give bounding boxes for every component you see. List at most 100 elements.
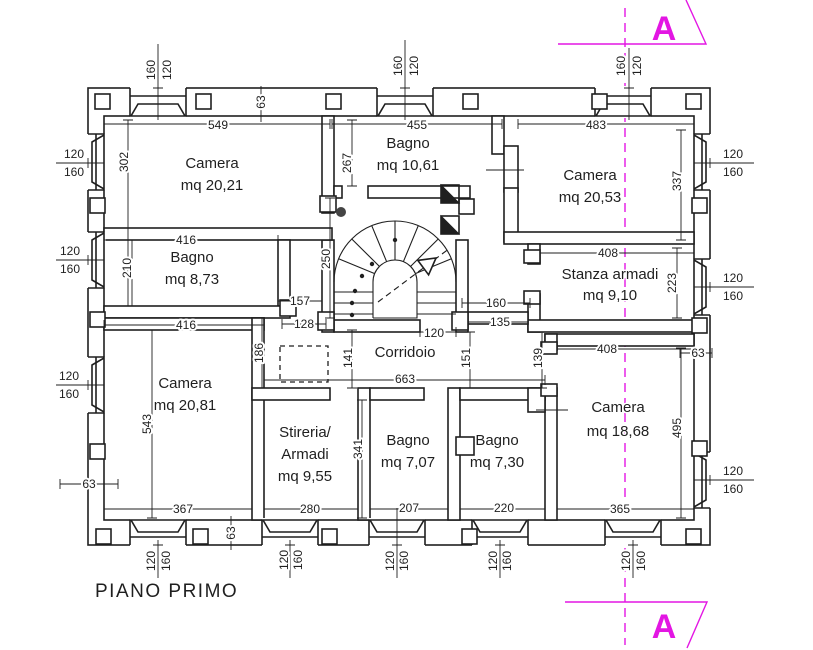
dim: 302 xyxy=(117,152,131,172)
dim: 207 xyxy=(399,501,419,515)
window-bottom-5 xyxy=(604,518,662,547)
dim: 250 xyxy=(319,249,333,269)
dim: 408 xyxy=(598,246,618,260)
flue-shafts xyxy=(440,183,475,456)
dim: 63 xyxy=(254,95,268,109)
dimension-lines xyxy=(56,40,754,578)
section-marker-bottom-line xyxy=(565,601,709,649)
section-markers: A A xyxy=(558,0,709,649)
dim: 223 xyxy=(665,273,679,293)
room-label-stanza: Stanza armadi xyxy=(562,266,659,283)
dim: 120 xyxy=(277,550,291,570)
room-area-camera2: mq 20,53 xyxy=(559,189,622,206)
wall-pillars xyxy=(89,93,708,545)
dim: 63 xyxy=(82,477,96,491)
room-label-bagno1: Bagno xyxy=(386,135,429,152)
dim: 160 xyxy=(397,551,411,571)
window-right-1 xyxy=(692,133,712,191)
dim: 160 xyxy=(59,387,79,401)
room-label-stireria-2: Armadi xyxy=(281,446,329,463)
dim: 495 xyxy=(670,418,684,438)
dim: 341 xyxy=(351,439,365,459)
dim: 365 xyxy=(610,502,630,516)
dim: 135 xyxy=(490,315,510,329)
dim: 267 xyxy=(340,153,354,173)
dim: 160 xyxy=(634,551,648,571)
staircase[interactable] xyxy=(333,207,457,319)
dim: 210 xyxy=(120,258,134,278)
dim: 160 xyxy=(486,296,506,310)
dim: 120 xyxy=(64,147,84,161)
room-label-camera4: Camera xyxy=(591,399,645,416)
room-area-bagno1: mq 10,61 xyxy=(377,157,440,174)
section-label-top: A xyxy=(652,10,677,48)
door-ticks xyxy=(486,169,568,411)
dim: 455 xyxy=(407,118,427,132)
dim: 120 xyxy=(60,244,80,258)
section-label-bottom: A xyxy=(652,608,677,646)
dim: 120 xyxy=(144,551,158,571)
dim: 128 xyxy=(294,317,314,331)
dim: 120 xyxy=(383,551,397,571)
dim: 160 xyxy=(723,482,743,496)
room-label-camera3: Camera xyxy=(158,375,212,392)
room-label-bagno4: Bagno xyxy=(475,432,518,449)
dim: 160 xyxy=(64,165,84,179)
room-area-camera1: mq 20,21 xyxy=(181,177,244,194)
room-area-bagno2: mq 8,73 xyxy=(165,271,219,288)
dim: 160 xyxy=(60,262,80,276)
section-marker-top-line xyxy=(558,0,708,45)
dim: 337 xyxy=(670,171,684,191)
dim: 120 xyxy=(630,56,644,76)
dim: 160 xyxy=(391,56,405,76)
dim: 120 xyxy=(619,551,633,571)
dim: 160 xyxy=(144,60,158,80)
dim: 120 xyxy=(424,326,444,340)
dim: 549 xyxy=(208,118,228,132)
interior-walls xyxy=(103,115,695,521)
door-hinge-dot xyxy=(336,207,346,217)
dim: 186 xyxy=(252,343,266,363)
room-label-camera1: Camera xyxy=(185,155,239,172)
dim: 157 xyxy=(290,294,310,308)
dim: 63 xyxy=(691,346,705,360)
bagno4-shaft xyxy=(455,436,475,456)
dim: 120 xyxy=(407,56,421,76)
dim: 120 xyxy=(486,551,500,571)
door-jamb-caps xyxy=(279,195,558,397)
dim: 120 xyxy=(59,369,79,383)
room-area-camera4: mq 18,68 xyxy=(587,423,650,440)
room-labels: Camera mq 20,21 Bagno mq 10,61 Camera mq… xyxy=(152,134,660,487)
dim: 663 xyxy=(395,372,415,386)
dim: 160 xyxy=(614,56,628,76)
dim: 160 xyxy=(159,551,173,571)
dim: 160 xyxy=(723,165,743,179)
dim: 120 xyxy=(723,271,743,285)
room-area-bagno4: mq 7,30 xyxy=(470,454,524,471)
page-title: PIANO PRIMO xyxy=(95,581,238,602)
room-area-stireria: mq 9,55 xyxy=(278,468,332,485)
room-area-camera3: mq 20,81 xyxy=(154,397,217,414)
dim: 160 xyxy=(500,551,514,571)
room-label-camera2: Camera xyxy=(563,167,617,184)
room-label-stireria-1: Stireria/ xyxy=(279,424,332,441)
wardrobe-dashed xyxy=(279,345,329,383)
room-area-stanza: mq 9,10 xyxy=(583,287,637,304)
room-label-bagno3: Bagno xyxy=(386,432,429,449)
dim: 220 xyxy=(494,501,514,515)
dim: 416 xyxy=(176,233,196,247)
dim: 120 xyxy=(160,60,174,80)
window-left-1 xyxy=(86,133,106,191)
dim: 408 xyxy=(597,342,617,356)
dim: 416 xyxy=(176,318,196,332)
room-area-bagno3: mq 7,07 xyxy=(381,454,435,471)
dim: 367 xyxy=(173,502,193,516)
dim: 543 xyxy=(140,414,154,434)
dim: 151 xyxy=(459,348,473,368)
dimension-labels: 549 455 483 416 416 157 128 663 120 135 … xyxy=(57,54,745,573)
dim: 280 xyxy=(300,502,320,516)
stair-direction-arrow xyxy=(416,257,438,277)
dim: 120 xyxy=(723,464,743,478)
